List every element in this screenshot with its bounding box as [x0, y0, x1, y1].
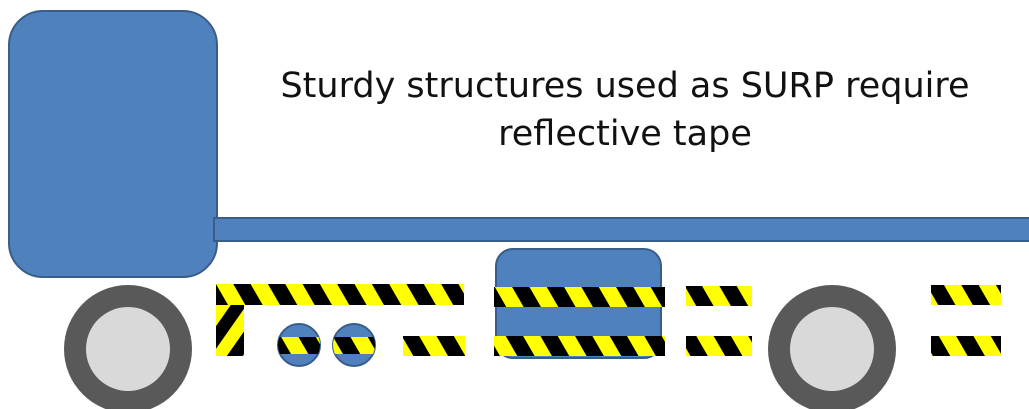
diagram-caption: Sturdy structures used as SURP require r… [255, 62, 995, 158]
tape-strip-small [403, 336, 465, 356]
rear-wheel [768, 285, 896, 409]
tape-strip-mid-lower [686, 336, 752, 356]
tape-strip-rear-upper [931, 285, 1001, 305]
l-guard-horizontal-tape [216, 284, 464, 305]
caption-line-2: reflective tape [498, 114, 752, 154]
tape-strip-mid-upper [686, 286, 752, 306]
truck-cab [8, 10, 218, 278]
box-upper-tape [494, 287, 665, 307]
caption-line-1: Sturdy structures used as SURP require [280, 66, 970, 106]
front-wheel [64, 285, 192, 409]
tape-strip-rear-lower [931, 336, 1001, 356]
chassis-frame [213, 217, 1029, 242]
storage-box [494, 248, 665, 359]
l-shaped-guard [216, 284, 464, 356]
round-tank-2 [332, 323, 376, 367]
round-tank-1 [277, 323, 321, 367]
box-lower-tape [494, 336, 665, 356]
